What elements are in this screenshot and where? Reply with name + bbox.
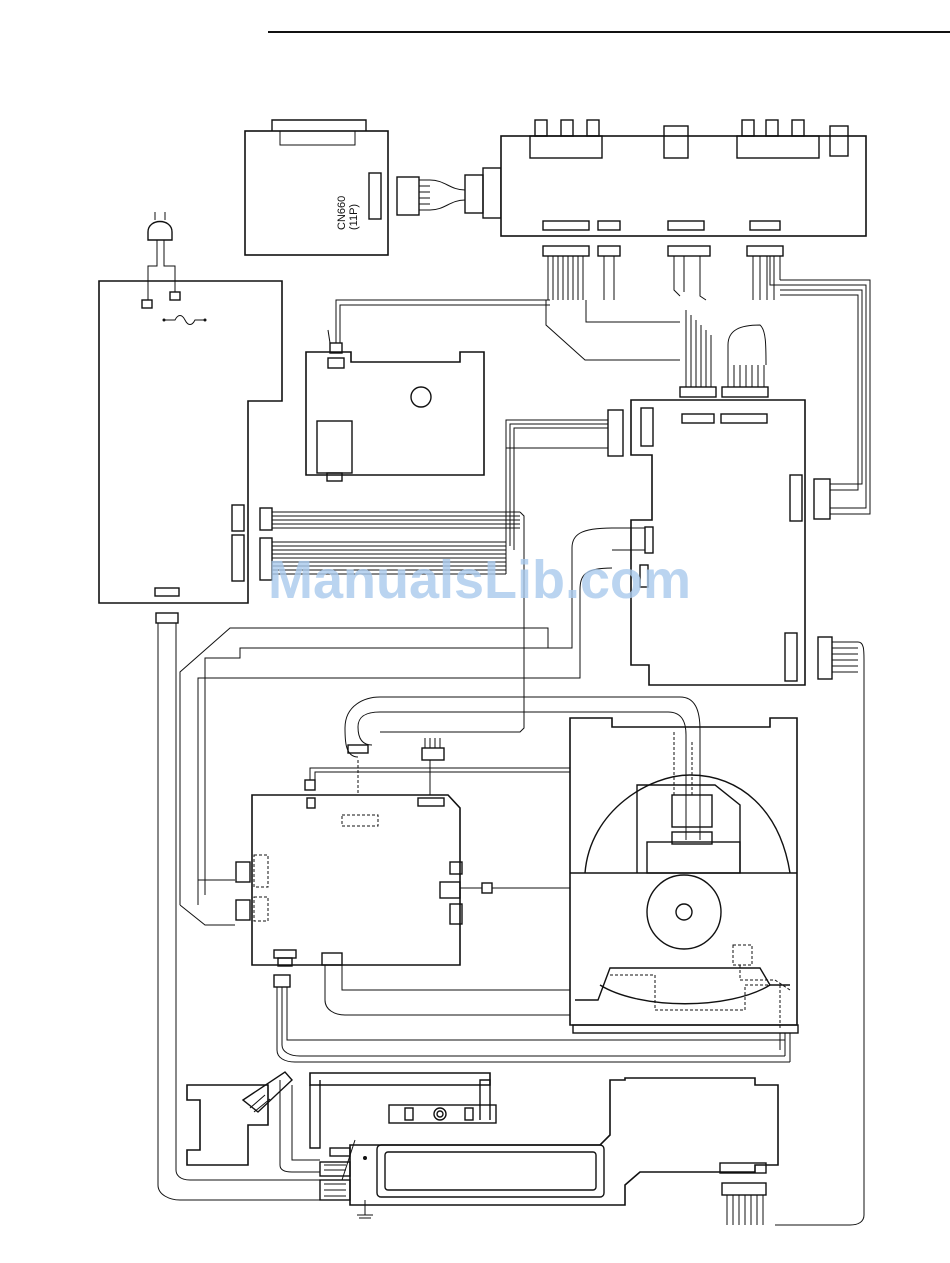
front-display-board: [310, 1073, 778, 1225]
switch-board: [187, 1072, 320, 1172]
power-supply-board: [99, 212, 282, 603]
jack-board: [501, 120, 866, 236]
cn660-pins: (11P): [348, 204, 360, 230]
watermark: ManualsLib.com: [268, 550, 691, 610]
jack-board-harnesses: [543, 246, 783, 360]
headphone-board: [306, 300, 550, 481]
connector-board: CN660 (11P): [245, 120, 518, 255]
cn660-label: CN660: [336, 196, 348, 230]
